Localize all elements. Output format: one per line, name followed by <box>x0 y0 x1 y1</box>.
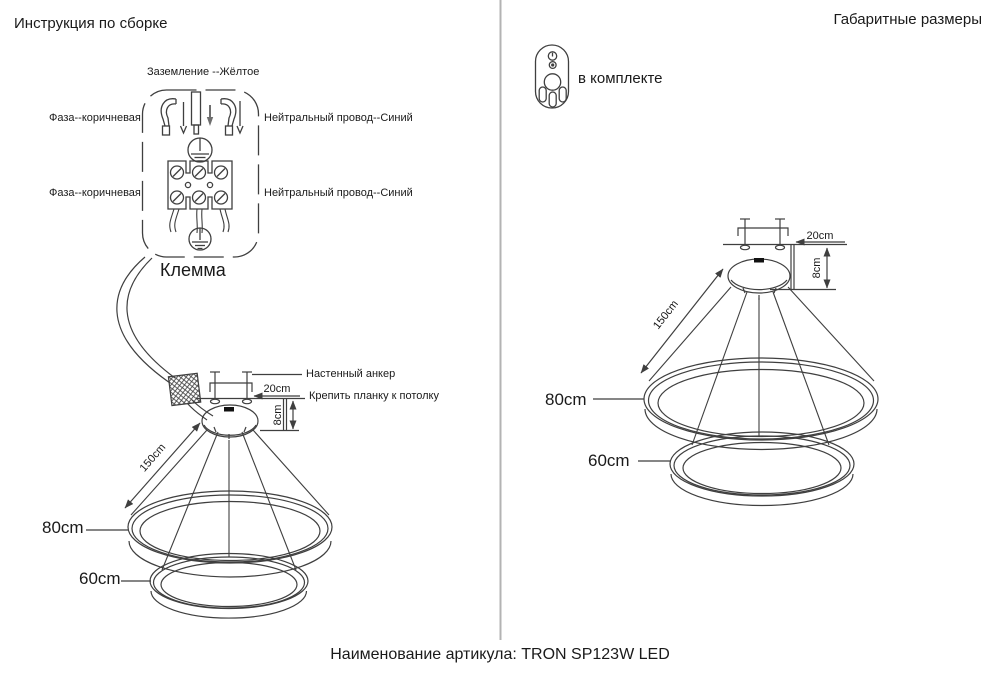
remote-control <box>534 44 570 109</box>
left-lamp-drawing <box>86 371 333 619</box>
terminal-label: Клемма <box>160 260 226 280</box>
dim-20-left: 20cm <box>263 382 291 395</box>
ground-wire-bar <box>190 91 202 135</box>
insert-arrow-1 <box>179 102 188 135</box>
remote-button-left <box>538 86 547 103</box>
canopy-right <box>727 258 791 300</box>
mount-plate-label: Крепить планку к потолку <box>309 390 439 402</box>
dim-150-line-right <box>640 268 724 374</box>
wall-anchors-right <box>737 218 789 251</box>
dim-8-left-group <box>260 398 299 432</box>
suspension-cables-right <box>648 286 875 446</box>
junction-box <box>167 372 202 407</box>
remote-button-right <box>558 86 567 103</box>
mounting-plate-left <box>209 382 253 392</box>
remote-button-middle <box>548 91 557 108</box>
canopy-cable-2 <box>191 399 214 417</box>
terminal-screws <box>169 165 229 205</box>
phase-wire-left <box>160 98 177 136</box>
wall-anchor-label: Настенный анкер <box>306 368 396 380</box>
remote-dial <box>543 73 562 91</box>
supply-cable <box>116 256 176 384</box>
included-label: в комплекте <box>578 70 663 87</box>
dim-60-left: 60cm <box>79 569 121 588</box>
ring-80-left <box>127 490 333 578</box>
article-name: Наименование артикула: TRON SP123W LED <box>330 646 670 663</box>
neutral-wire-label-bottom: Нейтральный провод--Синий <box>264 187 413 199</box>
insert-arrow-2 <box>206 105 214 126</box>
page-title-right: Габаритные размеры <box>833 11 982 28</box>
phase-wire-label-top: Фаза--коричневая <box>49 112 141 124</box>
dim-60-right: 60cm <box>588 451 630 470</box>
remote-power-icon <box>547 51 558 61</box>
earth-symbol-bottom <box>188 227 212 251</box>
dim-150-line-left <box>124 422 201 509</box>
ring-60-right <box>669 431 855 507</box>
dim-20-right: 20cm <box>806 229 834 242</box>
terminal-box-diagram <box>141 89 260 258</box>
ground-wire-label: Заземление --Жёлтое <box>147 66 260 78</box>
dim-8-right: 8cm <box>810 257 823 279</box>
mounting-plate-right <box>737 227 789 236</box>
page-title-left: Инструкция по сборке <box>14 15 168 32</box>
phase-wire-label-bottom: Фаза--коричневая <box>49 187 141 199</box>
output-wires <box>169 208 230 234</box>
earth-symbol-top <box>187 137 213 163</box>
neutral-wire-right <box>220 98 237 136</box>
canopy-cable-1 <box>186 402 208 421</box>
wall-anchors-left <box>209 371 253 405</box>
dim-8-right-group <box>770 244 836 291</box>
canopy-left <box>201 404 259 439</box>
remote-mode-icon <box>548 60 557 70</box>
dim-80-right: 80cm <box>545 390 587 409</box>
insert-arrow-3 <box>236 101 244 135</box>
terminal-box-outline <box>141 89 260 258</box>
dim-80-left: 80cm <box>42 518 84 537</box>
neutral-wire-label-top: Нейтральный провод--Синий <box>264 112 413 124</box>
right-lamp-drawing <box>593 218 879 507</box>
dim-8-left: 8cm <box>271 404 284 426</box>
terminal-block <box>167 160 233 210</box>
